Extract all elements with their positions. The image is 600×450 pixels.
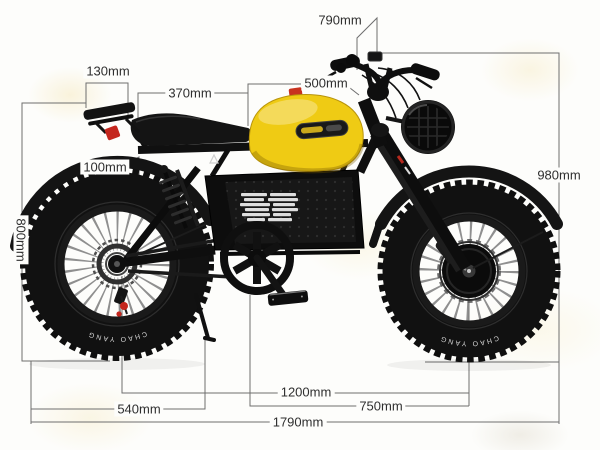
bike: CHAO YANG <box>10 51 563 371</box>
dim-label-370mm: 370mm <box>165 85 215 101</box>
dim-line-130 <box>85 82 129 121</box>
seat-stay <box>123 165 201 263</box>
dim-label-790mm: 790mm <box>315 12 365 28</box>
crank-arm <box>253 254 288 300</box>
chain <box>125 236 233 279</box>
fuel-tank <box>248 87 365 174</box>
dim-line-790 <box>356 16 378 70</box>
dim-label-100mm: 100mm <box>80 159 130 175</box>
rear-derailleur <box>114 287 128 317</box>
rear-wheel-shadow <box>29 358 205 370</box>
front-wheel: CHAO YANG <box>377 179 561 363</box>
dim-line-980 <box>377 52 560 424</box>
dim-label-540mm: 540mm <box>114 401 164 417</box>
tank-badge <box>295 119 349 140</box>
tail-light <box>104 125 121 141</box>
kickstand <box>194 293 216 342</box>
handlebar <box>321 51 440 119</box>
front-fork <box>357 97 471 273</box>
brake-rotor-front <box>437 239 501 303</box>
pedal <box>267 290 309 306</box>
front-fender <box>369 165 563 269</box>
suspension-shock <box>159 165 200 229</box>
dim-label-750mm: 750mm <box>356 398 406 414</box>
swingarm <box>119 245 216 268</box>
dim-label-500mm: 500mm <box>301 75 351 91</box>
dim-line-540 <box>31 338 206 410</box>
rear-rack <box>83 102 141 141</box>
dim-label-1790mm: 1790mm <box>269 414 327 430</box>
headlight <box>385 100 455 154</box>
front-wheel-shadow <box>387 359 551 371</box>
vent-grille <box>240 193 298 222</box>
display-screen <box>367 51 383 62</box>
dim-label-980mm: 980mm <box>534 167 584 183</box>
rear-wheel: CHAO YANG <box>20 167 214 361</box>
dim-label-800mm: 800mm <box>13 215 29 265</box>
dim-label-1200mm: 1200mm <box>277 384 335 400</box>
frame-logo <box>209 153 219 164</box>
dim-line-500 <box>247 83 360 126</box>
seat <box>130 113 252 146</box>
dim-label-130mm: 130mm <box>83 63 133 79</box>
chainring <box>220 221 309 306</box>
right-grip <box>410 63 440 81</box>
